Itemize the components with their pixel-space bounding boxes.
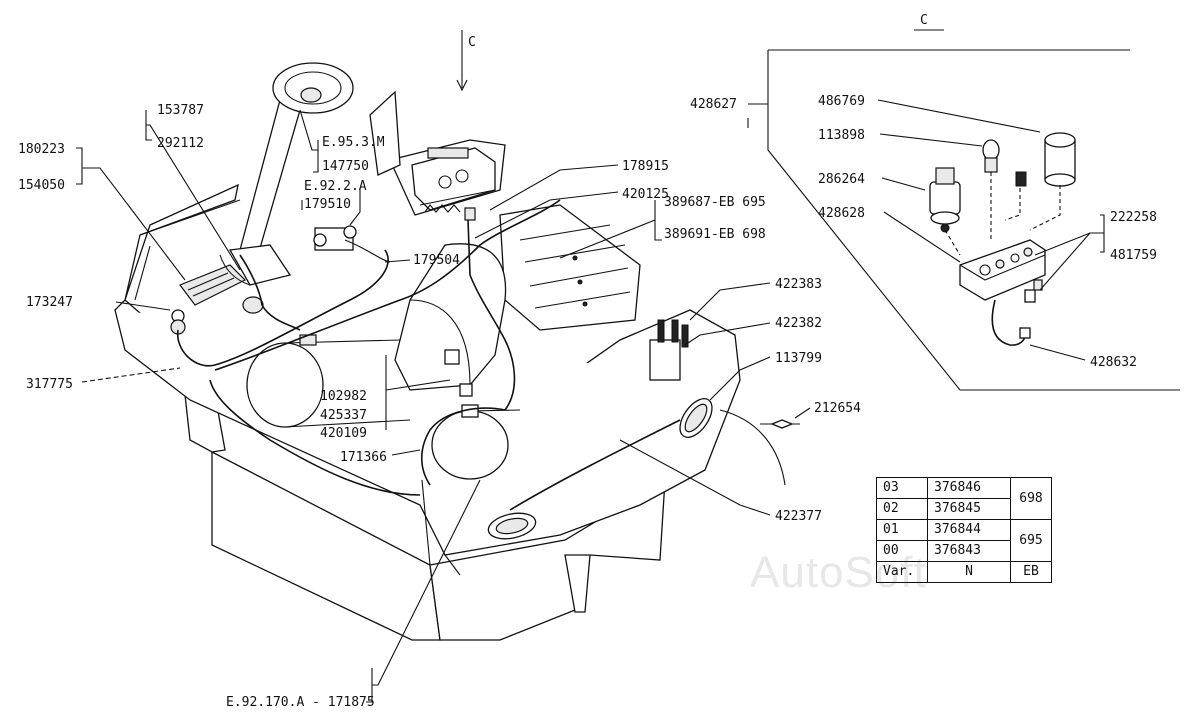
label-179510: 179510 xyxy=(304,197,351,212)
label-420125: 420125 xyxy=(622,187,669,202)
table-row: 01 376844 695 xyxy=(876,519,1052,562)
label-286264: 286264 xyxy=(818,172,865,187)
label-bottom-ref: E.92.170.A - 171875 xyxy=(226,695,375,710)
label-428628: 428628 xyxy=(818,206,865,221)
label-e953m: E.95.3.M xyxy=(322,135,385,150)
eb-cell: 698 xyxy=(1010,477,1052,520)
label-428627: 428627 xyxy=(690,97,737,112)
table-header-row: Var. N EB xyxy=(876,561,1052,583)
label-e922a: E.92.2.A xyxy=(304,179,367,194)
fuse-212654 xyxy=(760,419,800,429)
label-178915: 178915 xyxy=(622,159,669,174)
label-180223: 180223 xyxy=(18,142,65,157)
label-481759: 481759 xyxy=(1110,248,1157,263)
part-number-cell: 376844 xyxy=(927,519,1011,541)
var-cell: 00 xyxy=(876,540,928,562)
header-var: Var. xyxy=(876,561,928,583)
tractor-body xyxy=(114,62,741,641)
plug-socket xyxy=(242,296,264,314)
variant-table: 03 376846 698 02 376845 01 376844 695 00… xyxy=(876,477,1052,583)
label-222258: 222258 xyxy=(1110,210,1157,225)
label-317775: 317775 xyxy=(26,377,73,392)
label-154050: 154050 xyxy=(18,178,65,193)
label-486769: 486769 xyxy=(818,94,865,109)
label-422377: 422377 xyxy=(775,509,822,524)
label-153787: 153787 xyxy=(157,103,204,118)
connector-173247 xyxy=(170,309,186,335)
table-row: 02 376845 xyxy=(876,498,1052,520)
label-113898: 113898 xyxy=(818,128,865,143)
label-171366: 171366 xyxy=(340,450,387,465)
label-102982: 102982 xyxy=(320,389,367,404)
rear-light-113799 xyxy=(679,398,713,438)
section-label-c: C xyxy=(920,13,928,28)
label-425337: 425337 xyxy=(320,408,367,423)
label-422382: 422382 xyxy=(775,316,822,331)
label-389687: 389687-EB 695 xyxy=(664,195,766,210)
label-389691: 389691-EB 698 xyxy=(664,227,766,242)
label-147750: 147750 xyxy=(322,159,369,174)
wiring-harness xyxy=(177,199,786,511)
var-cell: 02 xyxy=(876,498,928,520)
header-eb: EB xyxy=(1010,561,1052,583)
leader-lines xyxy=(76,29,1105,703)
var-cell: 01 xyxy=(876,519,928,541)
fuse-box xyxy=(179,264,247,306)
label-420109: 420109 xyxy=(320,426,367,441)
small-connectors xyxy=(299,207,479,418)
relay-unit-179510 xyxy=(313,225,357,251)
part-number-cell: 376843 xyxy=(927,540,1011,562)
detail-c xyxy=(767,49,1180,391)
table-row: 00 376843 xyxy=(876,540,1052,562)
label-173247: 173247 xyxy=(26,295,73,310)
part-labels: 180223 154050 153787 292112 E.95.3.M 147… xyxy=(18,13,1157,710)
label-422383: 422383 xyxy=(775,277,822,292)
instrument-cluster xyxy=(411,147,496,213)
view-arrow-label-c: C xyxy=(468,35,476,50)
label-212654: 212654 xyxy=(814,401,861,416)
label-113799: 113799 xyxy=(775,351,822,366)
var-cell: 03 xyxy=(876,477,928,499)
switch-block-422383 xyxy=(649,319,689,381)
table-row: 03 376846 698 xyxy=(876,477,1052,520)
label-428632: 428632 xyxy=(1090,355,1137,370)
label-292112: 292112 xyxy=(157,136,204,151)
part-number-cell: 376845 xyxy=(927,498,1011,520)
front-light xyxy=(487,512,537,540)
part-number-cell: 376846 xyxy=(927,477,1011,499)
header-n: N xyxy=(927,561,1011,583)
label-179504: 179504 xyxy=(413,253,460,268)
eb-cell: 695 xyxy=(1010,519,1052,562)
